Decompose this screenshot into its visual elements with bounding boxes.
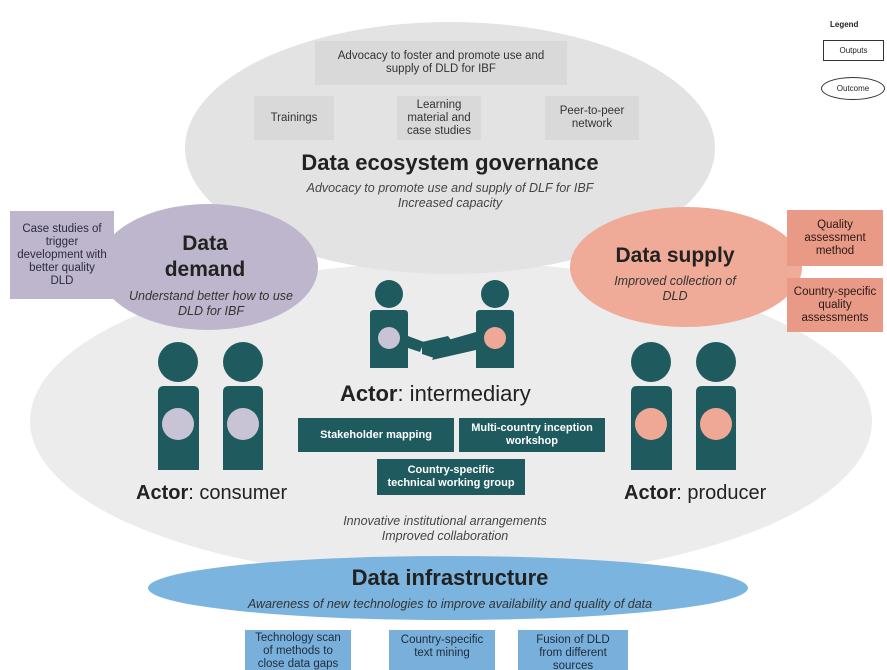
supply-title: Data supply xyxy=(615,244,735,267)
supply-output-quality-method: Quality assessment method xyxy=(787,210,883,266)
handshake-icon xyxy=(370,280,514,368)
infrastructure-title: Data infrastructure xyxy=(351,565,549,590)
stakeholder-mapping-output: Stakeholder mapping xyxy=(298,418,454,452)
legend-title: Legend xyxy=(830,20,859,29)
demand-outcome: Understand better how to use DLD for IBF xyxy=(129,289,293,318)
actor-intermediary-role: : intermediary xyxy=(397,381,531,406)
trainings-output: Trainings xyxy=(254,96,334,140)
middle-outcome-line2: Improved collaboration xyxy=(381,529,509,543)
supply-outcome: Improved collection of DLD xyxy=(614,274,736,303)
technical-working-group-output: Country-specific technical working group xyxy=(377,459,525,495)
supply-ellipse xyxy=(570,207,802,327)
producer-people-icon xyxy=(631,342,736,470)
demand-output-case-studies: Case studies of trigger development with… xyxy=(10,211,114,299)
actor-consumer-role: : consumer xyxy=(188,482,288,504)
actor-prefix: Actor xyxy=(624,482,677,504)
legend-outputs: Outputs xyxy=(823,40,884,61)
actor-intermediary-label: Actor: intermediary xyxy=(340,381,531,407)
demand-title: Data demand xyxy=(164,232,246,281)
advocacy-output: Advocacy to foster and promote use and s… xyxy=(315,41,567,85)
governance-outcome-line2: Increased capacity xyxy=(397,196,503,210)
middle-outcome-line1: Innovative institutional arrangements xyxy=(343,514,547,528)
demand-ellipse xyxy=(98,204,318,330)
governance-outcome-line1: Advocacy to promote use and supply of DL… xyxy=(306,181,594,195)
infrastructure-outcome: Awareness of new technologies to improve… xyxy=(247,597,653,611)
actor-producer-label: Actor: producer xyxy=(624,482,766,505)
text-mining-output: Country-specific text mining xyxy=(389,630,495,670)
consumer-people-icon xyxy=(158,342,263,470)
actor-prefix: Actor xyxy=(136,482,189,504)
technology-scan-output: Technology scan of methods to close data… xyxy=(245,630,351,670)
learning-output: Learning material and case studies xyxy=(397,96,481,140)
actor-prefix: Actor xyxy=(340,381,398,406)
actor-consumer-label: Actor: consumer xyxy=(136,482,287,505)
actor-producer-role: : producer xyxy=(676,482,767,504)
governance-title: Data ecosystem governance xyxy=(301,150,599,175)
infrastructure-ellipse xyxy=(148,556,748,620)
supply-output-country-assessments: Country-specific quality assessments xyxy=(787,278,883,332)
multi-country-workshop-output: Multi-country inception workshop xyxy=(459,418,605,452)
peer-network-output: Peer-to-peer network xyxy=(545,96,639,140)
data-fusion-output: Fusion of DLD from different sources xyxy=(518,630,628,670)
legend-outcome: Outcome xyxy=(821,77,885,100)
